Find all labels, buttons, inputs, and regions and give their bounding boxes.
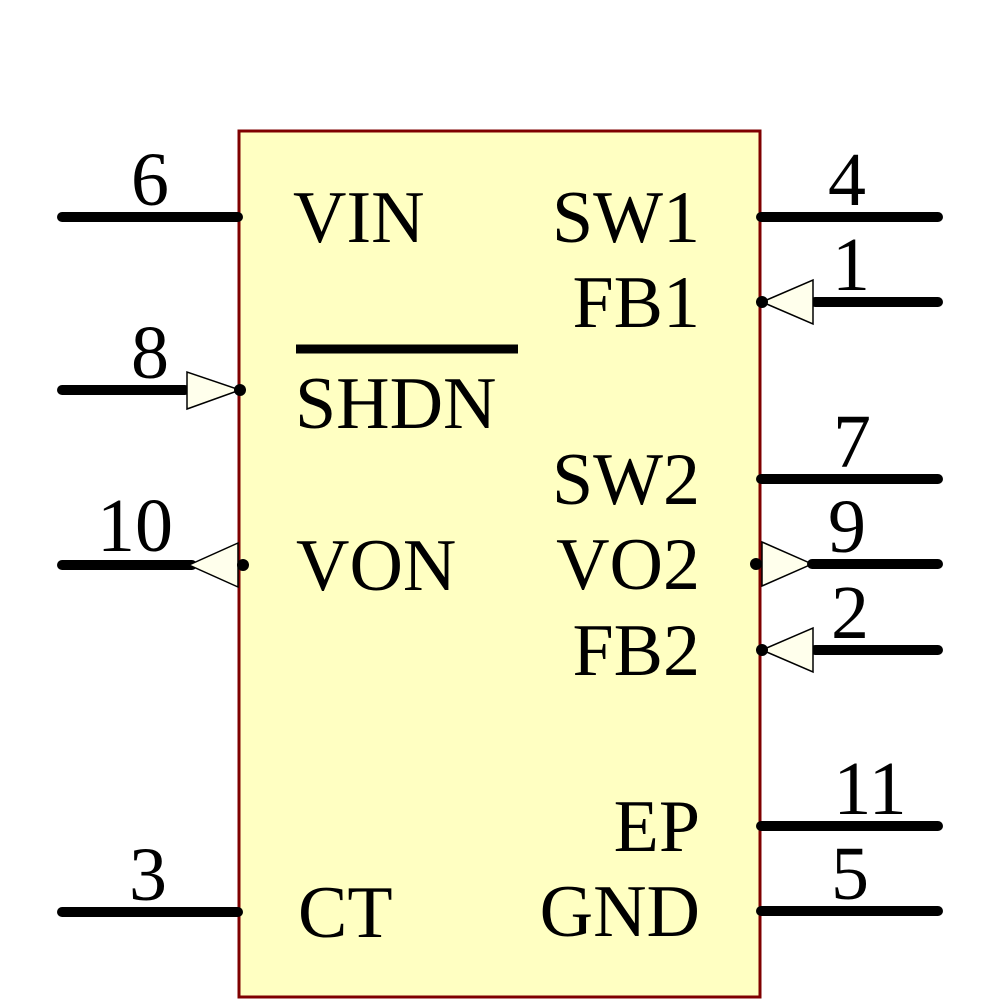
- pin-label-von: VON: [296, 525, 456, 607]
- pin-number: 6: [131, 138, 169, 222]
- pin-label-sw2: SW2: [552, 439, 700, 521]
- pin-number: 11: [833, 747, 906, 831]
- pin-label-fb2: FB2: [572, 610, 700, 692]
- pin-number: 8: [131, 311, 169, 395]
- pin-3-ct: 3: [57, 833, 243, 917]
- pin-labels-right: SW1 FB1 SW2 VO2 FB2 EP GND: [540, 177, 700, 953]
- input-arrow-icon: [760, 626, 814, 674]
- pin-label-ct: CT: [298, 872, 393, 954]
- pin-6-vin: 6: [57, 138, 243, 222]
- pin-5-gnd: 5: [756, 832, 943, 916]
- output-arrow-icon: [761, 540, 814, 588]
- pin-11-ep: 11: [756, 747, 943, 831]
- pin-1-fb1: 1: [756, 223, 943, 326]
- pin-number: 7: [833, 400, 871, 484]
- pin-labels-left: VIN SHDN VON CT: [293, 177, 518, 954]
- input-arrow-icon: [186, 370, 243, 411]
- pin-junction-dot: [750, 558, 762, 570]
- pin-8-shdn: 8: [57, 311, 246, 411]
- pin-7-sw2: 7: [756, 400, 943, 484]
- pin-junction-dot: [234, 384, 246, 396]
- pin-label-vin: VIN: [293, 177, 425, 259]
- pin-junction-dot: [237, 559, 249, 571]
- output-arrow-icon: [187, 541, 239, 589]
- pin-label-fb1: FB1: [572, 262, 700, 344]
- pin-junction-dot: [756, 644, 768, 656]
- pin-9-vo2: 9: [750, 485, 943, 588]
- pin-number: 1: [832, 223, 870, 307]
- pin-label-vo2: VO2: [556, 524, 700, 606]
- pin-10-von: 10: [57, 484, 249, 589]
- pin-4-sw1: 4: [756, 138, 943, 222]
- pin-label-sw1: SW1: [552, 177, 700, 259]
- pin-2-fb2: 2: [756, 571, 943, 674]
- pin-label-shdn: SHDN: [295, 363, 496, 445]
- pin-number: 4: [828, 138, 866, 222]
- pin-junction-dot: [756, 296, 768, 308]
- pin-label-gnd: GND: [540, 871, 700, 953]
- input-arrow-icon: [760, 278, 814, 326]
- pin-label-ep: EP: [614, 786, 700, 868]
- pin-number: 10: [97, 484, 173, 568]
- pin-number: 2: [831, 571, 869, 655]
- pin-number: 9: [828, 485, 866, 569]
- pin-number: 3: [129, 833, 167, 917]
- component-body: [237, 129, 762, 999]
- pin-number: 5: [831, 832, 869, 916]
